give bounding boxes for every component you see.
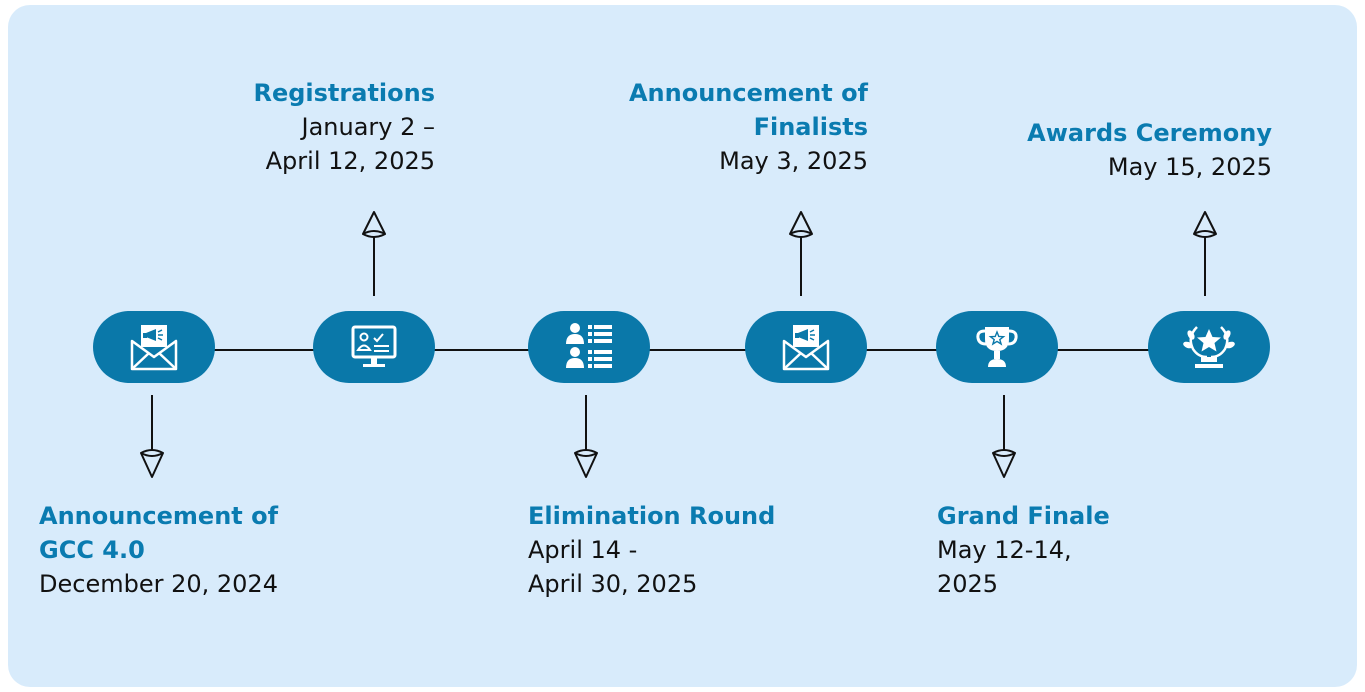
timeline-stem (151, 395, 153, 451)
timeline-stem (373, 237, 375, 296)
timeline-connector (434, 349, 530, 351)
milestone-title: Registrations (253, 79, 435, 107)
milestone-node-announcement[interactable] (93, 311, 215, 383)
milestone-node-elimination-round[interactable] (528, 311, 650, 383)
milestone-label-announcement: Announcement of GCC 4.0 December 20, 202… (39, 499, 278, 601)
pin-marker-icon (574, 449, 598, 478)
pin-marker-icon (789, 211, 813, 238)
milestone-date: 2025 (937, 570, 999, 598)
timeline-stem (800, 237, 802, 296)
milestone-label-grand-finale: Grand Finale May 12-14, 2025 (937, 499, 1110, 601)
timeline-connector (214, 349, 315, 351)
announcement-envelope-icon (782, 325, 830, 371)
pin-marker-icon (140, 449, 164, 478)
pin-marker-icon (1193, 211, 1217, 238)
milestone-title: GCC 4.0 (39, 536, 145, 564)
milestone-label-elimination-round: Elimination Round April 14 - April 30, 2… (528, 499, 775, 601)
milestone-date: May 15, 2025 (1107, 153, 1272, 181)
laurel-star-award-icon (1183, 326, 1235, 368)
milestone-title: Awards Ceremony (1027, 119, 1272, 147)
milestone-label-awards-ceremony: Awards Ceremony May 15, 2025 (1027, 116, 1272, 184)
timeline-stem (1204, 237, 1206, 296)
milestone-date: April 30, 2025 (528, 570, 698, 598)
milestone-title: Announcement of (628, 79, 868, 107)
timeline-connector (647, 349, 747, 351)
timeline-stem (1003, 395, 1005, 451)
milestone-title: Grand Finale (937, 502, 1110, 530)
trophy-icon (976, 327, 1018, 367)
timeline-stem (585, 395, 587, 451)
milestone-label-registrations: Registrations January 2 – April 12, 2025 (253, 76, 435, 178)
announcement-envelope-icon (130, 325, 178, 371)
computer-checklist-icon (351, 325, 397, 367)
milestone-date: April 12, 2025 (265, 147, 435, 175)
milestone-date: December 20, 2024 (39, 570, 278, 598)
milestone-date: May 12-14, (937, 536, 1072, 564)
pin-marker-icon (362, 211, 386, 238)
milestone-title: Announcement of (39, 502, 279, 530)
milestone-node-registrations[interactable] (313, 311, 435, 383)
timeline-connector (866, 349, 938, 351)
candidate-list-icon (566, 323, 612, 368)
milestone-date: April 14 - (528, 536, 638, 564)
pin-marker-icon (992, 449, 1016, 478)
milestone-title: Finalists (753, 113, 868, 141)
milestone-date: January 2 – (301, 113, 435, 141)
timeline-panel (8, 5, 1357, 687)
milestone-node-finalists[interactable] (745, 311, 867, 383)
milestone-title: Elimination Round (528, 502, 776, 530)
milestone-label-finalists: Announcement of Finalists May 3, 2025 (629, 76, 868, 178)
milestone-node-awards-ceremony[interactable] (1148, 311, 1270, 383)
milestone-date: May 3, 2025 (719, 147, 868, 175)
timeline-connector (1057, 349, 1150, 351)
milestone-node-grand-finale[interactable] (936, 311, 1058, 383)
